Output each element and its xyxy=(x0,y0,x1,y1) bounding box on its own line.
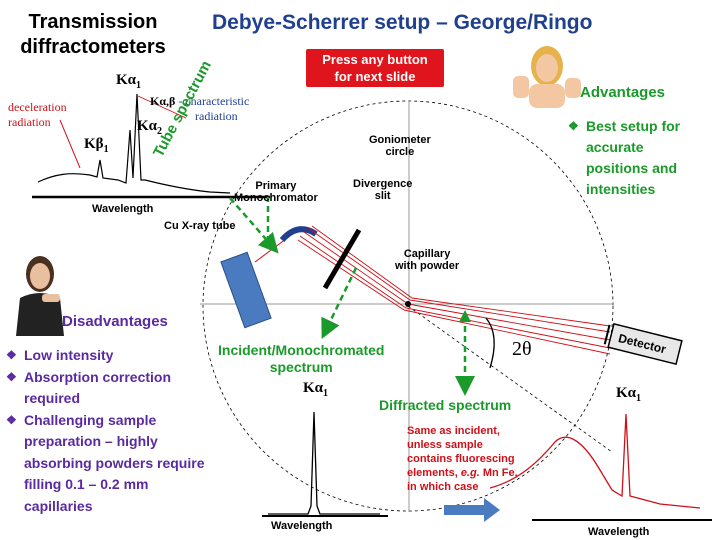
diamond-bullet-icon: ❖ xyxy=(568,119,579,133)
two-theta-arc xyxy=(485,317,495,369)
person-pointing xyxy=(16,256,64,336)
title-line-2: diffractometers xyxy=(20,36,166,58)
incident-peak xyxy=(268,411,380,515)
incident-arrow xyxy=(321,267,358,340)
deceleration-label: deceleration radiation xyxy=(8,100,67,129)
person-thumbs-up xyxy=(513,46,581,108)
diffracted-wavelength-label: Wavelength xyxy=(588,526,650,538)
capillary-sample xyxy=(405,301,411,307)
list-item: ❖ Challenging sample preparation – highl… xyxy=(6,410,216,518)
list-item: ❖ Absorption correction required xyxy=(6,367,216,410)
cu-xray-tube xyxy=(220,251,272,329)
tube-spectrum-arrow xyxy=(229,197,279,254)
tube-spectrum-plot xyxy=(32,93,270,199)
title-line-1: Transmission xyxy=(28,11,158,33)
k-alpha2-top-label: Kα2 xyxy=(137,118,163,137)
primary-mono-label: Primary Monochromator xyxy=(234,180,318,204)
list-item: ❖ Low intensity xyxy=(6,345,216,367)
characteristic-label: Kα,β - characteristic radiation xyxy=(150,94,250,123)
divergence-slit xyxy=(322,228,362,290)
decel-pointer xyxy=(59,119,81,169)
diffracted-arrow-head-top xyxy=(459,310,471,322)
cu-tube-label: Cu X-ray tube xyxy=(164,220,236,232)
goniometer-label: Goniometer circle xyxy=(369,134,431,158)
diamond-bullet-icon: ❖ xyxy=(6,369,17,384)
next-slide-label-1: Press any button xyxy=(322,52,428,67)
incident-spectrum-label: Incident/Monochromated spectrum xyxy=(218,342,385,375)
incident-spectrum-plot xyxy=(262,411,388,517)
tube-spectrum-curve xyxy=(37,93,231,194)
k-alpha1-top-label: Kα1 xyxy=(116,72,142,91)
diffracted-spectrum-label: Diffracted spectrum xyxy=(379,397,512,413)
disadvantages-list: ❖ Low intensity ❖ Absorption correction … xyxy=(6,345,216,517)
disadvantages-title: Disadvantages xyxy=(62,313,168,330)
fluorescence-note: Same as incident, unless sample contains… xyxy=(407,425,518,493)
incident-wavelength-label: Wavelength xyxy=(271,520,333,532)
advantages-title: Advantages xyxy=(580,84,666,101)
k-alpha1-incident-label: Kα1 xyxy=(303,380,329,399)
diamond-bullet-icon: ❖ xyxy=(6,412,17,427)
k-beta1-top-label: Kβ1 xyxy=(84,136,109,155)
char-pointer-1 xyxy=(137,95,187,119)
k-alpha1-diffracted-label: Kα1 xyxy=(616,385,642,404)
list-item: ❖ Best setup for accurate positions and … xyxy=(568,116,708,200)
goniometer-circle xyxy=(202,100,614,512)
next-arrow xyxy=(444,498,500,522)
slide-title: Debye-Scherrer setup – George/Ringo xyxy=(212,11,593,34)
primary-monochromator xyxy=(279,226,318,243)
section-title: Transmission diffractometers xyxy=(8,10,178,60)
next-slide-label-2: for next slide xyxy=(334,69,416,84)
diamond-bullet-icon: ❖ xyxy=(6,348,17,362)
capillary-label: Capillary with powder xyxy=(395,248,460,272)
top-wavelength-label: Wavelength xyxy=(92,203,154,215)
fluorescence-curve xyxy=(489,413,701,509)
next-slide-button[interactable]: Press any button for next slide xyxy=(306,49,444,87)
detector xyxy=(603,322,683,366)
two-theta-label: 2θ xyxy=(512,338,532,360)
divergence-slit-label: Divergence slit xyxy=(353,178,413,202)
diffracted-spectrum-plot xyxy=(489,413,712,521)
advantages-list: ❖ Best setup for accurate positions and … xyxy=(568,116,708,200)
